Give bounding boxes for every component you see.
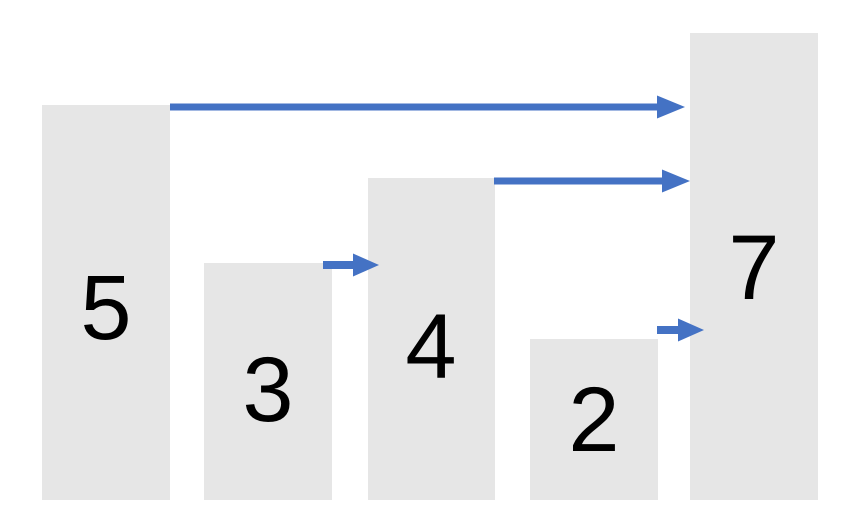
bar-value-label-3: 4	[405, 296, 457, 398]
bar-value-label-4: 2	[568, 369, 620, 471]
arrow-top-long-shaft	[170, 103, 657, 111]
arrow-top-long-head-icon	[657, 95, 685, 119]
bar-value-label-5: 7	[728, 217, 780, 319]
arrow-short-lower-shaft	[657, 326, 678, 334]
arrow-second-head-icon	[662, 169, 690, 193]
bar-value-label-1: 5	[80, 257, 132, 359]
arrow-top-long	[170, 95, 685, 119]
arrow-second	[494, 169, 690, 193]
bar-5	[690, 33, 818, 500]
bar-2	[204, 263, 332, 500]
arrow-second-shaft	[494, 177, 662, 185]
bar-3	[368, 178, 495, 500]
bar-1	[42, 105, 170, 500]
bar-4	[530, 339, 658, 500]
bar-value-label-2: 3	[242, 339, 294, 441]
